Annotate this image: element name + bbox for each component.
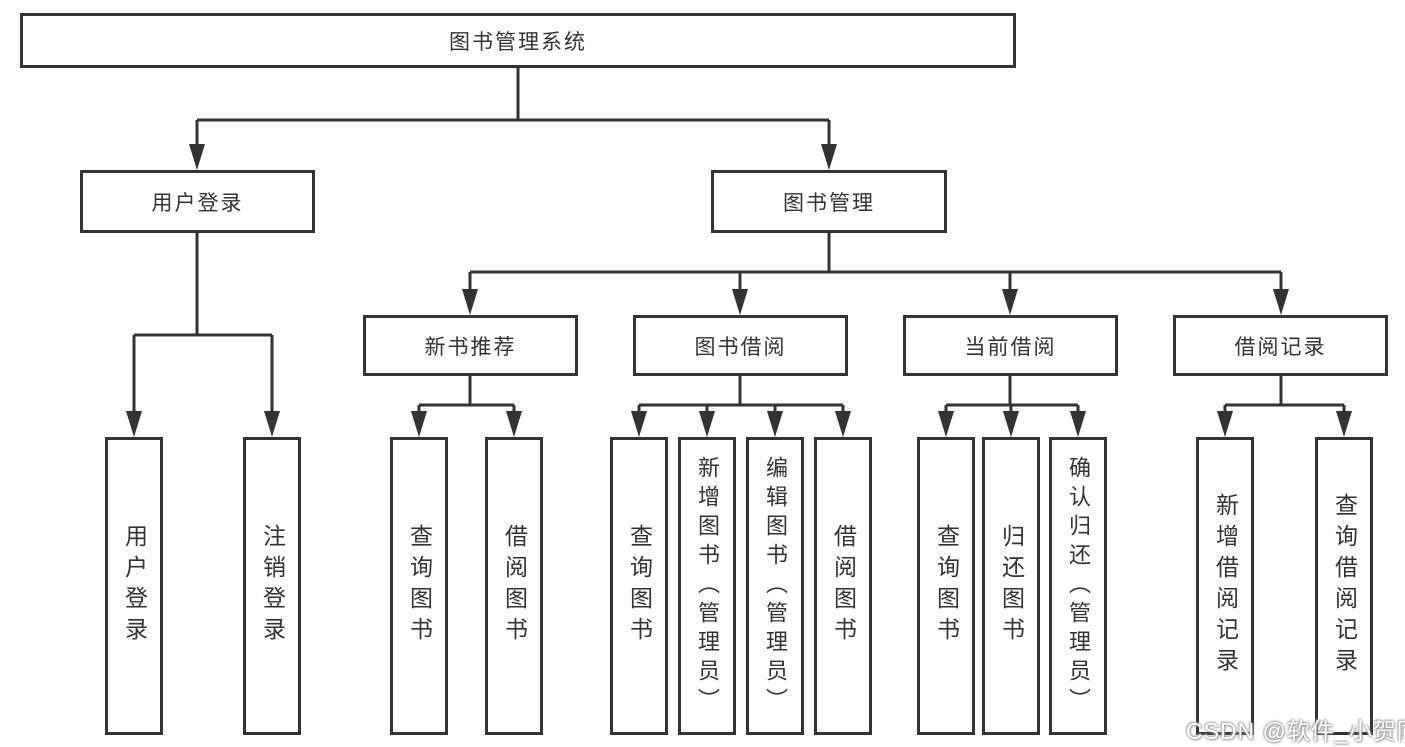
arrowhead-icon (1217, 411, 1233, 437)
arrowhead-icon (835, 411, 851, 437)
arrowhead-icon (189, 144, 205, 170)
watermark: CSDN @软件_小贺同学 (1186, 718, 1405, 744)
node-label: 用户登录 (151, 191, 244, 215)
arrowhead-icon (506, 411, 522, 437)
connector-bookmgmt-to-groups (468, 233, 1283, 295)
node-label: 查询借阅记录 (1331, 493, 1358, 679)
connector-newbook-to-leaves (417, 376, 516, 417)
arrowhead-icon (1070, 411, 1086, 437)
node-label: 查询图书 (626, 524, 653, 648)
node-label: 借阅图书 (501, 524, 528, 648)
leaf-current-query-books: 查询图书 (917, 437, 975, 735)
arrowhead-icon (1002, 289, 1018, 315)
node-book-borrowing: 图书借阅 (633, 315, 848, 376)
leaf-current-confirm-return-admin: 确认归还（管理员） (1049, 437, 1107, 735)
node-label: 新书推荐 (424, 335, 517, 359)
arrowhead-icon (126, 411, 142, 437)
leaf-borrowing-edit-books-admin: 编辑图书（管理员） (746, 437, 804, 735)
leaf-borrowing-add-books-admin: 新增图书（管理员） (678, 437, 736, 735)
leaf-borrowing-query-books: 查询图书 (610, 437, 668, 735)
node-label: 查询图书 (933, 524, 960, 648)
arrowhead-icon (938, 411, 954, 437)
connector-userlogin-to-leaves (132, 233, 274, 417)
node-label: 编辑图书（管理员） (763, 455, 788, 717)
node-label: 用户登录 (121, 524, 148, 648)
node-label: 借阅图书 (830, 524, 857, 648)
arrowhead-icon (1336, 411, 1352, 437)
leaf-borrowing-borrow-books: 借阅图书 (814, 437, 872, 735)
node-label: 图书管理系统 (449, 30, 587, 54)
leaf-newbook-borrow-books: 借阅图书 (485, 437, 543, 735)
arrowhead-icon (1273, 289, 1289, 315)
leaf-logout-login: 注销登录 (243, 437, 301, 735)
node-label: 查询图书 (406, 524, 433, 648)
node-label: 归还图书 (998, 524, 1025, 648)
node-label: 图书借阅 (694, 335, 787, 359)
node-borrowing-records: 借阅记录 (1173, 315, 1388, 376)
node-label: 新增借阅记录 (1212, 493, 1239, 679)
node-library-management-system: 图书管理系统 (20, 13, 1016, 68)
arrowhead-icon (732, 289, 748, 315)
node-user-login: 用户登录 (80, 170, 315, 233)
node-current-borrowing: 当前借阅 (903, 315, 1118, 376)
arrowhead-icon (411, 411, 427, 437)
arrowhead-icon (821, 144, 837, 170)
node-book-management: 图书管理 (711, 170, 947, 233)
arrowhead-icon (1003, 411, 1019, 437)
leaf-records-add-record: 新增借阅记录 (1196, 437, 1254, 735)
connector-borrow-to-leaves (637, 376, 845, 417)
connector-records-to-leaves (1223, 376, 1346, 417)
arrowhead-icon (264, 411, 280, 437)
node-label: 当前借阅 (964, 335, 1057, 359)
leaf-newbook-query-books: 查询图书 (390, 437, 448, 735)
connector-current-to-leaves (944, 376, 1080, 417)
leaf-current-return-books: 归还图书 (982, 437, 1040, 735)
arrowhead-icon (631, 411, 647, 437)
node-label: 注销登录 (259, 524, 286, 648)
arrowhead-icon (767, 411, 783, 437)
node-new-book-recommend: 新书推荐 (363, 315, 578, 376)
connector-root-to-level2 (195, 68, 831, 150)
arrowhead-icon (462, 289, 478, 315)
leaf-records-query-record: 查询借阅记录 (1315, 437, 1373, 735)
node-label: 确认归还（管理员） (1066, 455, 1091, 717)
arrowhead-icon (699, 411, 715, 437)
node-label: 新增图书（管理员） (695, 455, 720, 717)
node-label: 图书管理 (783, 191, 875, 215)
leaf-user-login: 用户登录 (105, 437, 163, 735)
node-label: 借阅记录 (1234, 335, 1327, 359)
